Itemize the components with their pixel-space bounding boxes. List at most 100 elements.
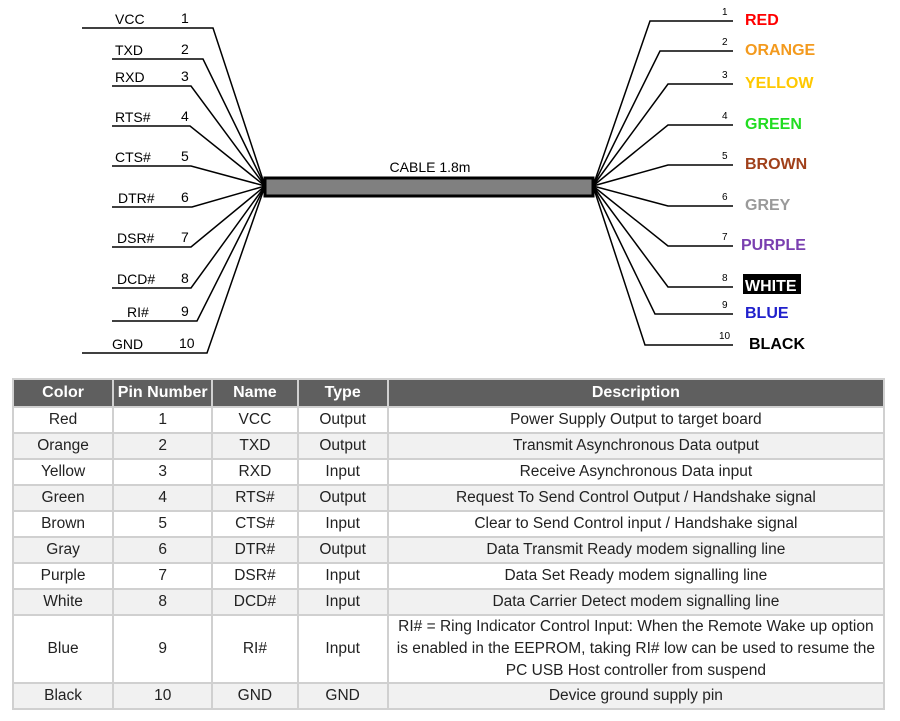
pin-name-label: RI#	[127, 304, 149, 320]
wire-color-label: YELLOW	[745, 75, 814, 92]
pin-number-label: 8	[181, 270, 189, 286]
white-label-background	[743, 274, 801, 294]
left-wire-7	[112, 185, 266, 248]
table-cell-description: Receive Asynchronous Data input	[386, 458, 886, 486]
table-cell-name: TXD	[211, 432, 299, 460]
table-cell-pin-number: 9	[112, 614, 214, 684]
wire-color-label: BROWN	[745, 156, 807, 173]
table-cell-type: Input	[296, 588, 389, 616]
table-cell-name: RI#	[211, 614, 299, 684]
pin-number-label: 2	[181, 41, 189, 57]
pin-name-label: DSR#	[117, 230, 155, 246]
pin-name-label: DTR#	[118, 190, 155, 206]
cable-body	[263, 176, 595, 198]
table-cell-color: Purple	[11, 562, 115, 590]
pin-name-label: CTS#	[115, 149, 151, 165]
left-wire-2	[112, 58, 266, 187]
right-wire-6	[592, 185, 733, 207]
table-cell-name: VCC	[211, 406, 299, 434]
table-cell-color: Red	[11, 406, 115, 434]
left-wire-10	[82, 185, 266, 354]
table-cell-description: Device ground supply pin	[386, 682, 886, 710]
left-wire-9	[112, 185, 266, 322]
column-header: Pin Number	[112, 378, 214, 408]
wire-number-label: 6	[722, 192, 728, 203]
wire-color-label: PURPLE	[741, 237, 806, 254]
table-cell-description: RI# = Ring Indicator Control Input: When…	[386, 614, 886, 684]
wire-color-label: GREEN	[745, 116, 802, 133]
left-wire-4	[112, 125, 266, 187]
table-cell-description: Data Set Ready modem signalling line	[386, 562, 886, 590]
table-cell-color: Blue	[11, 614, 115, 684]
table-cell-pin-number: 5	[112, 510, 214, 538]
table-cell-name: RTS#	[211, 484, 299, 512]
table-cell-color: Black	[11, 682, 115, 710]
right-wire-8	[592, 185, 733, 288]
wire-color-label: WHITE	[745, 278, 797, 295]
table-cell-pin-number: 8	[112, 588, 214, 616]
table-cell-description: Power Supply Output to target board	[386, 406, 886, 434]
wire-color-label: ORANGE	[745, 42, 816, 59]
table-cell-type: Input	[296, 510, 389, 538]
right-wire-9	[592, 185, 733, 315]
table-cell-type: Output	[296, 536, 389, 564]
left-wire-1	[82, 27, 266, 187]
table-cell-color: Brown	[11, 510, 115, 538]
right-wire-10	[592, 185, 733, 346]
table-cell-type: Output	[296, 484, 389, 512]
wire-number-label: 4	[722, 111, 728, 122]
left-wire-8	[112, 185, 266, 289]
table-cell-color: White	[11, 588, 115, 616]
table-cell-type: GND	[296, 682, 389, 710]
pin-name-label: VCC	[115, 11, 145, 27]
wire-number-label: 10	[719, 331, 731, 342]
right-wire-5	[592, 164, 733, 187]
column-header: Color	[11, 378, 115, 408]
cable-label: CABLE 1.8m	[390, 159, 471, 175]
right-wire-7	[592, 185, 733, 247]
column-header: Description	[386, 378, 886, 408]
pin-number-label: 3	[181, 68, 189, 84]
pin-name-label: GND	[112, 336, 143, 352]
pin-number-label: 4	[181, 108, 189, 124]
table-cell-color: Green	[11, 484, 115, 512]
wire-number-label: 8	[722, 273, 728, 284]
table-cell-description: Transmit Asynchronous Data output	[386, 432, 886, 460]
table-cell-color: Yellow	[11, 458, 115, 486]
pin-number-label: 6	[181, 189, 189, 205]
pin-name-label: DCD#	[117, 271, 155, 287]
wire-number-label: 5	[722, 151, 728, 162]
table-cell-description: Request To Send Control Output / Handsha…	[386, 484, 886, 512]
table-cell-type: Output	[296, 432, 389, 460]
pin-name-label: RTS#	[115, 109, 151, 125]
wire-color-label: BLACK	[749, 336, 805, 353]
table-cell-pin-number: 6	[112, 536, 214, 564]
table-cell-type: Input	[296, 458, 389, 486]
left-wire-6	[112, 185, 266, 208]
wire-number-label: 1	[722, 7, 728, 18]
table-cell-pin-number: 7	[112, 562, 214, 590]
pin-number-label: 5	[181, 148, 189, 164]
table-cell-name: RXD	[211, 458, 299, 486]
pin-number-label: 7	[181, 229, 189, 245]
right-wire-2	[592, 50, 733, 187]
table-cell-type: Input	[296, 562, 389, 590]
wire-color-label: GREY	[745, 197, 791, 214]
table-cell-description: Data Transmit Ready modem signalling lin…	[386, 536, 886, 564]
table-cell-name: CTS#	[211, 510, 299, 538]
wire-color-label: BLUE	[745, 305, 789, 322]
column-header: Name	[211, 378, 299, 408]
table-cell-name: DCD#	[211, 588, 299, 616]
pin-number-label: 1	[181, 10, 189, 26]
